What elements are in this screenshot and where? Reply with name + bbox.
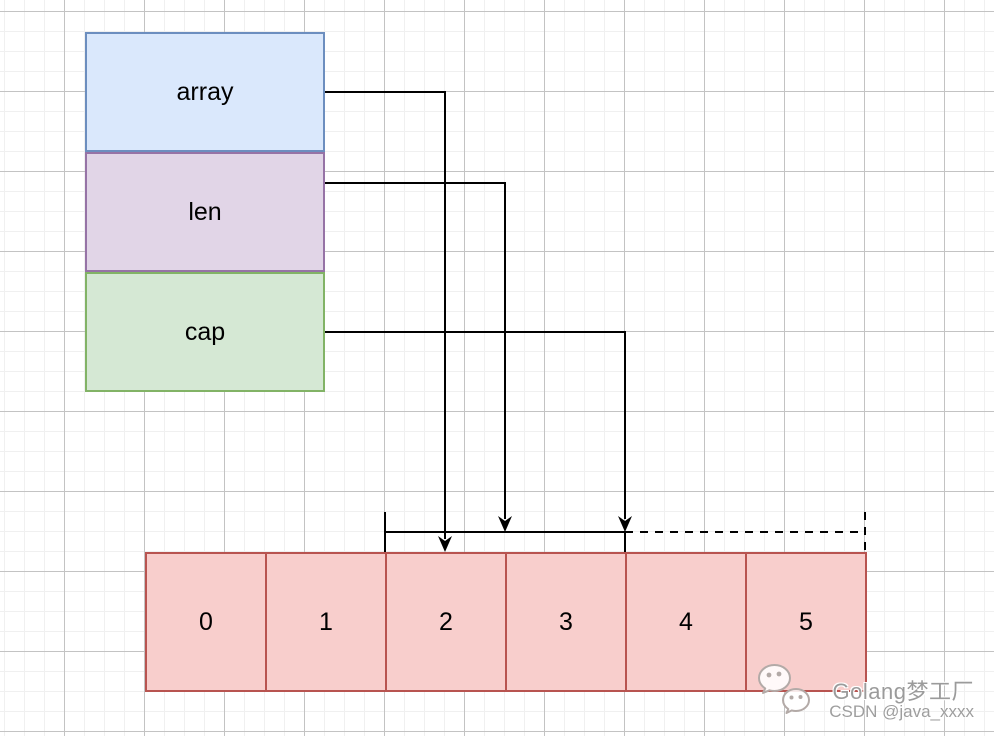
len-range-bracket	[384, 512, 626, 552]
array-pointer-line	[325, 91, 446, 539]
array-cell-3: 3	[505, 552, 627, 692]
array-cell-0: 0	[145, 552, 267, 692]
cap-pointer-line	[325, 331, 626, 519]
array-cell-4-label: 4	[679, 607, 693, 636]
cap-range-dashed-line	[625, 512, 866, 552]
slice-field-cap-label: cap	[184, 317, 226, 346]
len-pointer-arrowhead	[498, 516, 512, 532]
array-cell-2-label: 2	[439, 607, 453, 636]
array-cell-2: 2	[385, 552, 507, 692]
slice-field-len-label: len	[188, 197, 222, 226]
watermark-credit: CSDN @java_xxxx	[829, 702, 974, 721]
watermark: Golang梦工厂 CSDN @java_xxxx	[746, 658, 976, 734]
array-cell-3-label: 3	[559, 607, 573, 636]
watermark-brand: Golang梦工厂	[832, 679, 974, 704]
wechat-icon	[758, 664, 810, 714]
slice-field-array-label: array	[176, 77, 234, 106]
underlying-array: 0 1 2 3 4 5	[145, 552, 867, 692]
cap-pointer-arrowhead	[618, 516, 632, 532]
array-cell-1: 1	[265, 552, 387, 692]
slice-field-array: array	[85, 32, 325, 152]
slice-field-cap: cap	[85, 272, 325, 392]
array-cell-5-label: 5	[799, 607, 813, 636]
len-pointer-line	[325, 182, 506, 519]
array-cell-4: 4	[625, 552, 747, 692]
slice-field-len: len	[85, 152, 325, 272]
array-cell-1-label: 1	[319, 607, 333, 636]
array-cell-0-label: 0	[199, 607, 213, 636]
array-pointer-arrowhead	[438, 536, 452, 552]
